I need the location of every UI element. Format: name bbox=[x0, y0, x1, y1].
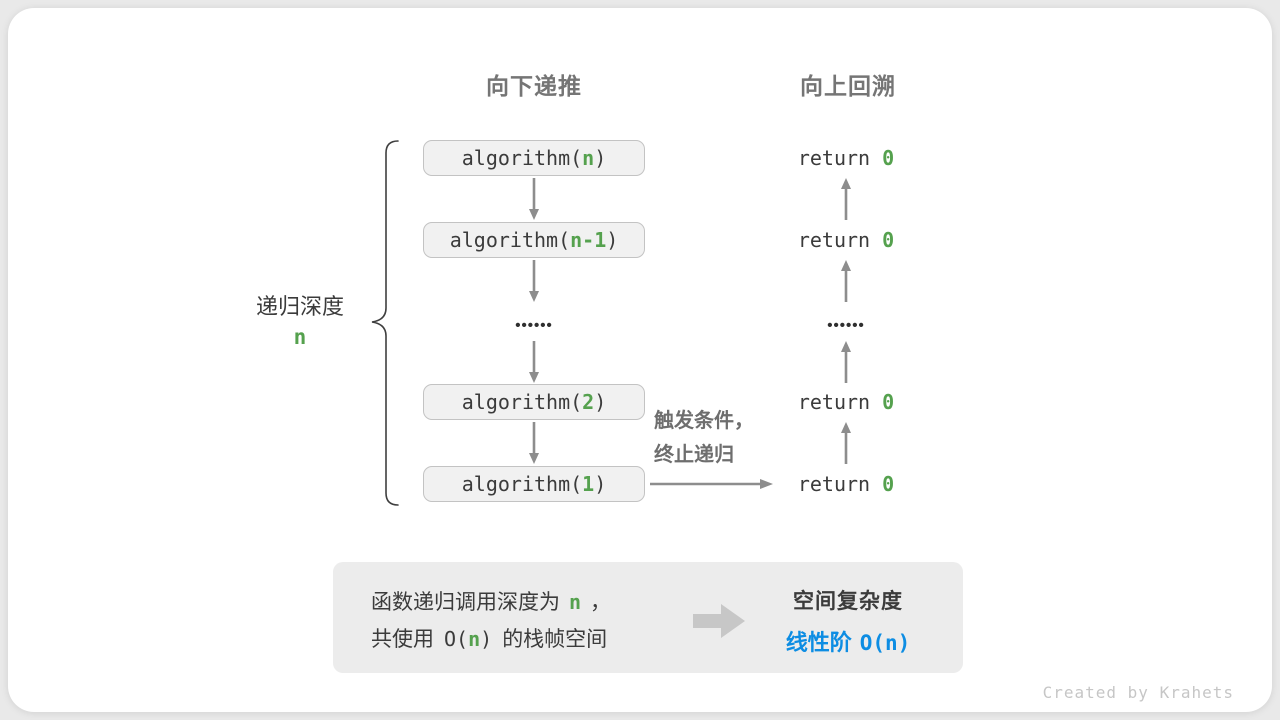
summary-text: ， bbox=[590, 591, 612, 614]
code-text: ) bbox=[594, 146, 607, 170]
big-arrow-right-icon bbox=[693, 604, 745, 638]
code-arg: 2 bbox=[582, 390, 595, 414]
space-complexity-title: 空间复杂度 bbox=[793, 590, 903, 613]
summary-code: ) bbox=[480, 627, 493, 651]
figure-card: 向下递推 向上回溯 递归深度 n algorithm(n) algorithm(… bbox=[8, 8, 1272, 712]
condition-line2: 终止递归 bbox=[654, 444, 734, 466]
termination-condition-label: 触发条件， 终止递归 bbox=[654, 404, 794, 472]
return-ellipsis: •••••• bbox=[827, 317, 865, 334]
summary-line1: 函数递归调用深度为 n ， bbox=[371, 584, 671, 621]
return-statement: return 0 bbox=[788, 140, 904, 176]
arrow-up-icon bbox=[841, 422, 851, 464]
return-keyword: return bbox=[797, 146, 871, 170]
return-value: 0 bbox=[882, 228, 895, 252]
code-text: ) bbox=[594, 390, 607, 414]
call-box-n-1: algorithm(n-1) bbox=[423, 222, 645, 258]
code-text: algorithm( bbox=[461, 472, 583, 496]
return-value: 0 bbox=[882, 472, 895, 496]
code-text: algorithm( bbox=[449, 228, 571, 252]
return-statement: return 0 bbox=[788, 222, 904, 258]
header-upward-backtracking: 向上回溯 bbox=[800, 73, 896, 99]
arrow-down-icon bbox=[529, 178, 539, 220]
summary-text: 共使用 bbox=[371, 628, 434, 651]
call-box-n: algorithm(n) bbox=[423, 140, 645, 176]
arrow-right-icon bbox=[650, 479, 773, 489]
summary-text: 的栈帧空间 bbox=[502, 628, 608, 651]
return-statement: return 0 bbox=[788, 466, 904, 502]
code-text: ) bbox=[594, 472, 607, 496]
summary-n: n bbox=[468, 627, 481, 651]
condition-line1: 触发条件， bbox=[654, 410, 754, 432]
header-downward-recursion: 向下递推 bbox=[486, 73, 582, 99]
call-box-1: algorithm(1) bbox=[423, 466, 645, 502]
summary-code: O( bbox=[444, 627, 469, 651]
summary-panel bbox=[333, 562, 963, 673]
arrow-up-icon bbox=[841, 341, 851, 383]
return-keyword: return bbox=[797, 390, 871, 414]
code-text: algorithm( bbox=[461, 390, 583, 414]
return-statement: return 0 bbox=[788, 384, 904, 420]
call-box-2: algorithm(2) bbox=[423, 384, 645, 420]
complexity-order: 线性阶 bbox=[785, 630, 852, 655]
stack-ellipsis: •••••• bbox=[515, 317, 553, 334]
depth-value: n bbox=[293, 325, 307, 349]
arrow-up-icon bbox=[841, 260, 851, 302]
arrow-down-icon bbox=[529, 341, 539, 383]
depth-label: 递归深度 bbox=[255, 294, 344, 319]
arrow-down-icon bbox=[529, 422, 539, 464]
code-arg: n-1 bbox=[570, 228, 607, 252]
return-keyword: return bbox=[797, 472, 871, 496]
return-value: 0 bbox=[882, 390, 895, 414]
summary-n: n bbox=[569, 590, 582, 614]
code-text: ) bbox=[606, 228, 619, 252]
return-keyword: return bbox=[797, 228, 871, 252]
depth-brace bbox=[371, 140, 399, 506]
summary-text: 函数递归调用深度为 bbox=[371, 591, 560, 614]
code-arg: 1 bbox=[582, 472, 595, 496]
complexity-notation: O(n) bbox=[859, 631, 911, 655]
return-value: 0 bbox=[882, 146, 895, 170]
arrow-up-icon bbox=[841, 178, 851, 220]
space-complexity-value: 线性阶 O(n) bbox=[748, 625, 948, 657]
credit-watermark: Created by Krahets bbox=[1042, 683, 1234, 702]
summary-line2: 共使用 O(n) 的栈帧空间 bbox=[371, 621, 671, 658]
code-arg: n bbox=[582, 146, 595, 170]
code-text: algorithm( bbox=[461, 146, 583, 170]
arrow-down-icon bbox=[529, 260, 539, 302]
